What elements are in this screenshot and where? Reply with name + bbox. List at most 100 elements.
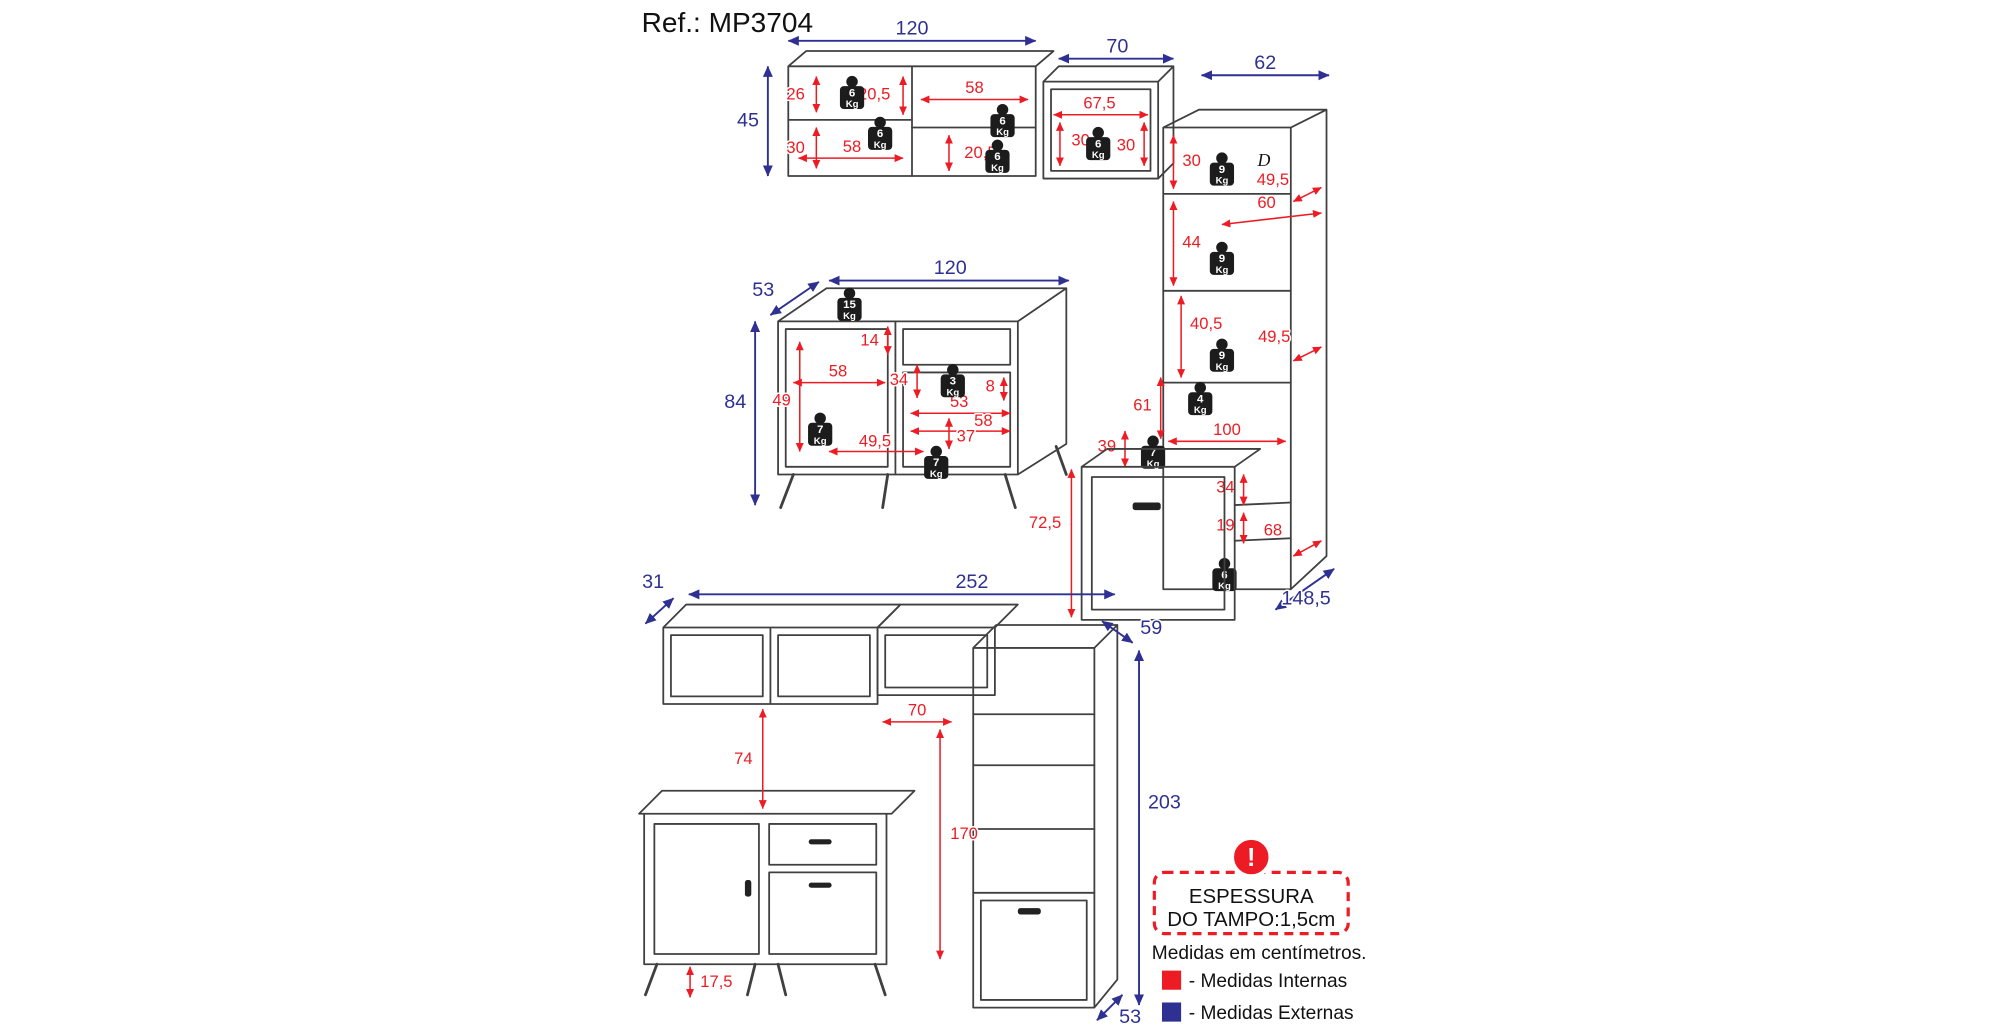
weight-unit: Kg xyxy=(1216,362,1229,373)
dim-internal-61: 61 xyxy=(1133,396,1151,415)
weight-capacity-icon: 7 Kg xyxy=(808,412,833,447)
cabinet-outline xyxy=(1162,108,1328,591)
dimension-line xyxy=(1292,346,1322,362)
weight-icon-body xyxy=(808,422,833,446)
dimension-line xyxy=(644,597,675,625)
weight-capacity-icon: 9 Kg xyxy=(1209,338,1235,373)
weight-icon-head xyxy=(1092,126,1104,139)
weight-value: 6 xyxy=(994,151,1000,163)
weight-icon-body xyxy=(985,149,1010,173)
dim-internal-495-top: 49,5 xyxy=(1257,170,1289,189)
weight-unit: Kg xyxy=(874,140,887,151)
weight-value: 9 xyxy=(1219,164,1225,176)
tall-cabinet-base-unit-drawing xyxy=(1080,448,1262,621)
weight-value: 7 xyxy=(817,424,823,436)
dim-internal-68: 68 xyxy=(1264,521,1282,540)
dim-internal-60: 60 xyxy=(1257,193,1275,212)
dim-internal-58-right: 58 xyxy=(965,78,983,97)
units-note: Medidas em centímetros. xyxy=(1152,943,1367,964)
dim-internal-30: 30 xyxy=(1182,151,1200,170)
weight-unit: Kg xyxy=(996,127,1009,138)
dim-internal-14: 14 xyxy=(860,331,878,350)
cabinet-leg xyxy=(644,962,887,997)
shelf-line xyxy=(972,713,1096,894)
weight-value: 6 xyxy=(1095,138,1101,150)
dim-external-1485: 148,5 xyxy=(1281,588,1330,610)
warning-icon xyxy=(1230,836,1273,879)
weight-unit: Kg xyxy=(991,163,1004,174)
dim-internal-675: 67,5 xyxy=(1083,93,1115,112)
dim-side-170: 170 xyxy=(950,824,978,843)
dim-internal-26: 26 xyxy=(786,84,804,103)
warning-text-line2: DO TAMPO:1,5cm xyxy=(1167,909,1335,931)
weight-value: 9 xyxy=(1219,253,1225,265)
weight-unit: Kg xyxy=(946,387,959,398)
weight-icon-head xyxy=(843,287,856,300)
cabinet-outline xyxy=(787,50,1055,177)
weight-icon-body xyxy=(1209,162,1235,186)
dim-internal-49: 49 xyxy=(772,391,790,410)
weight-capacity-icon: 15 Kg xyxy=(837,287,862,322)
weight-unit: Kg xyxy=(814,436,827,447)
weight-icon-head xyxy=(1194,381,1206,394)
weight-value: 6 xyxy=(999,115,1005,127)
dim-internal-19: 19 xyxy=(1216,516,1234,535)
door-frame-line xyxy=(784,328,1012,468)
wall-cabinet-70-drawing: 70 67,5 30,5 30 6 Kg xyxy=(1042,34,1175,180)
weight-unit: Kg xyxy=(1147,459,1160,470)
internal-measure-swatch xyxy=(1161,970,1182,990)
shelf-line xyxy=(787,118,1037,129)
dim-tall-depth-bottom: 53 xyxy=(1119,1006,1141,1028)
weight-icon-body xyxy=(867,126,893,150)
dim-internal-8: 8 xyxy=(986,377,995,396)
weight-icon-head xyxy=(874,116,886,129)
dim-external-height: 84 xyxy=(724,391,746,413)
dim-gap-74: 74 xyxy=(734,749,752,768)
dim-internal-58-left: 58 xyxy=(843,137,861,156)
door-frame-line xyxy=(670,634,871,698)
hinge-mark: D xyxy=(1257,150,1271,170)
weight-unit: Kg xyxy=(1092,150,1105,161)
dim-external-height: 45 xyxy=(737,109,759,131)
weight-value: 3 xyxy=(950,376,956,388)
weight-icon-head xyxy=(1216,152,1228,164)
assembled-set-drawing: 31 252 59 74 70 170 203 17,5 53 xyxy=(638,569,1182,1028)
dimension-line xyxy=(769,281,820,316)
internal-measure-label: - Medidas Internas xyxy=(1189,971,1347,992)
dim-internal-495-mid: 49,5 xyxy=(1258,327,1290,346)
weight-value: 7 xyxy=(933,457,939,469)
door-frame-line xyxy=(653,823,878,955)
dim-internal-44: 44 xyxy=(1182,232,1200,251)
page-title: Ref.: MP3704 xyxy=(642,7,814,38)
dimension-line xyxy=(1221,210,1322,228)
weight-icon-head xyxy=(846,75,858,88)
door-frame-line xyxy=(979,899,1088,1001)
cabinet-outline xyxy=(1042,65,1175,180)
door-frame-line xyxy=(1050,88,1152,172)
door-frame-line xyxy=(1090,476,1226,611)
dim-tall-depth-top: 59 xyxy=(1140,617,1162,639)
dim-internal-58-right: 58 xyxy=(974,411,992,430)
weight-icon-body xyxy=(1188,392,1213,416)
exclamation-icon: ! xyxy=(1247,844,1256,872)
cabinet-outline xyxy=(1080,448,1262,621)
dim-internal-30: 30 xyxy=(786,138,804,157)
dimension-line xyxy=(1292,186,1322,203)
shelf-line xyxy=(1162,192,1292,542)
weight-capacity-icon: 6 Kg xyxy=(867,116,893,151)
weight-value: 6 xyxy=(877,128,883,140)
weight-icon-head xyxy=(947,364,959,376)
weight-icon-body xyxy=(940,374,965,398)
dim-external-width: 62 xyxy=(1254,52,1276,74)
dimension-line xyxy=(1292,540,1322,557)
weight-icon-body xyxy=(1209,348,1235,372)
wall-cabinet-120-drawing: 120 45 26 20,5 58 30 58 20,5 6 Kg 6 Kg xyxy=(735,16,1055,177)
dim-internal-405: 40,5 xyxy=(1190,314,1222,333)
weight-icon-head xyxy=(1216,338,1228,351)
door-handle xyxy=(1017,908,1041,915)
weight-unit: Kg xyxy=(930,469,943,480)
dim-internal-39: 39 xyxy=(1098,437,1116,456)
weight-icon-head xyxy=(1147,435,1159,448)
bridge-cabinet-outline xyxy=(876,603,1019,697)
